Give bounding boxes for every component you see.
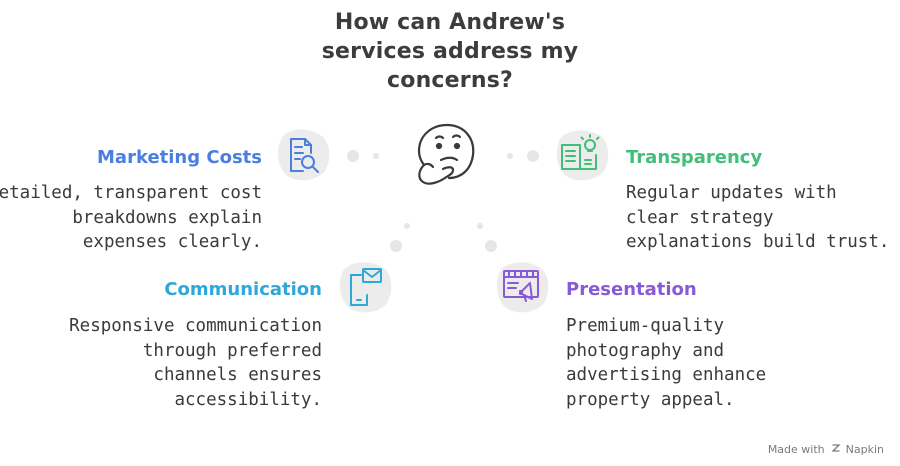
description-line: Detailed, transparent cost [0, 183, 262, 203]
billboard-megaphone-icon [492, 257, 552, 317]
connector-dot [477, 223, 483, 229]
presentation-heading: Presentation [566, 279, 697, 300]
description-line: expenses clearly. [82, 232, 262, 252]
connector-dot [507, 153, 513, 159]
phone-mail-icon [335, 257, 395, 317]
book-lightbulb-icon [552, 125, 612, 185]
thinking-face-icon [409, 120, 479, 195]
presentation-description: Premium-quality photography and advertis… [566, 314, 766, 412]
watermark-brand: Napkin [845, 442, 884, 456]
document-search-icon [273, 125, 333, 185]
communication-description: Responsive communication through preferr… [69, 314, 322, 412]
description-line: photography and [566, 340, 725, 361]
description-line: advertising enhance [566, 365, 767, 385]
description-line: accessibility. [174, 389, 322, 410]
title-line-1: How can Andrew's [334, 10, 566, 35]
description-line: Regular updates with [626, 183, 837, 203]
connector-dot [347, 150, 359, 162]
watermark-prefix: Made with [767, 442, 825, 456]
description-line: property appeal. [566, 389, 735, 410]
title-line-2: services address my [321, 39, 579, 64]
watermark: Made with Napkin [768, 443, 884, 457]
description-line: Responsive communication [69, 316, 322, 336]
marketing-costs-description: Detailed, transparent cost breakdowns ex… [0, 181, 262, 255]
communication-heading: Communication [164, 279, 322, 300]
connector-dot [390, 240, 402, 252]
connector-dot [485, 240, 497, 252]
description-line: channels ensures [153, 365, 322, 385]
diagram-title: How can Andrew's services address my con… [250, 8, 650, 95]
description-line: breakdowns explain [72, 207, 262, 228]
title-line-3: concerns? [387, 68, 513, 93]
connector-dot [404, 223, 410, 229]
description-line: explanations build trust. [626, 232, 890, 252]
description-line: Premium-quality [566, 316, 725, 336]
connector-dot [527, 150, 539, 162]
marketing-costs-heading: Marketing Costs [97, 147, 262, 168]
description-line: clear strategy [626, 207, 774, 228]
transparency-description: Regular updates with clear strategy expl… [626, 181, 889, 255]
transparency-heading: Transparency [626, 147, 763, 168]
description-line: through preferred [142, 340, 322, 361]
connector-dot [373, 153, 379, 159]
napkin-logo-icon [831, 443, 841, 456]
